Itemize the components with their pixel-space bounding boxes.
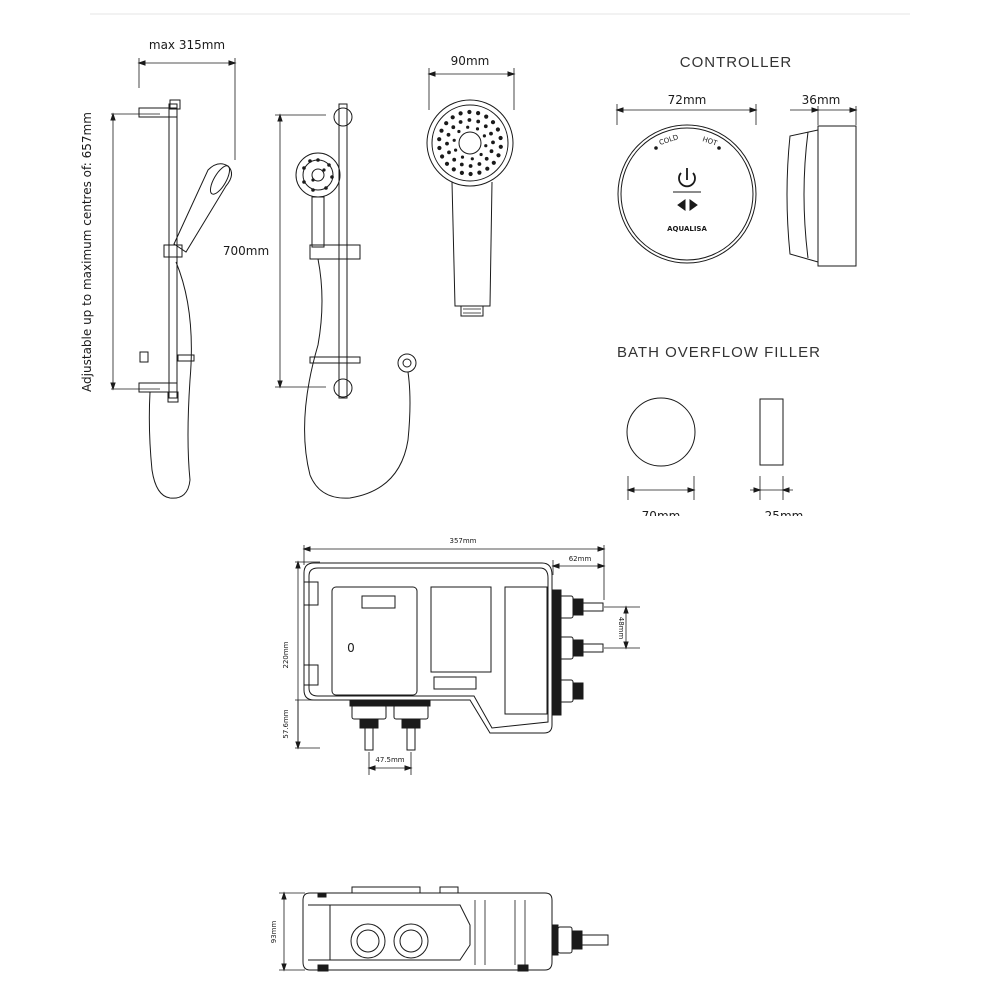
spray-nozzle <box>452 157 457 162</box>
spray-nozzle <box>459 162 464 167</box>
spray-nozzle <box>444 121 449 126</box>
bottom-inlet-fittings <box>349 699 431 751</box>
spray-nozzle <box>446 132 451 137</box>
handset-width-label: 90mm <box>451 54 490 68</box>
spray-nozzle <box>468 164 473 168</box>
rail-kit-side-view: max 315mm Adjustable up to maximum centr… <box>80 38 237 499</box>
spray-nozzle <box>439 128 444 133</box>
spray-nozzles <box>437 109 503 177</box>
spray-nozzle <box>460 155 465 159</box>
processor-depth-label: 93mm <box>270 921 278 944</box>
rail-width-label: max 315mm <box>149 38 225 52</box>
brand-label: AQUALISA <box>667 225 707 233</box>
inlet-spacing-label: 47.5mm <box>375 756 404 764</box>
spray-nozzle <box>440 154 445 159</box>
bottom-side-fitting <box>551 924 609 956</box>
controller-width-label: 72mm <box>668 93 707 107</box>
spray-nozzle <box>484 156 489 161</box>
spray-nozzle <box>484 144 488 148</box>
spray-nozzle <box>496 153 501 158</box>
processor-height-label: 220mm <box>282 641 290 668</box>
spray-nozzle <box>477 170 482 175</box>
spray-nozzle <box>489 131 493 136</box>
spray-nozzle <box>454 148 458 152</box>
spray-nozzle <box>447 150 451 155</box>
controller-depth-label: 36mm <box>802 93 841 107</box>
processor-front-view: 357mm 62mm 220mm 57.6mm 0 <box>282 537 640 775</box>
spray-nozzle <box>491 140 495 145</box>
left-right-arrows-icon <box>677 199 698 211</box>
overflow-filler-view: BATH OVERFLOW FILLER 70mm 25mm <box>617 344 821 523</box>
spray-nozzle <box>459 170 464 175</box>
bottom-inlet-rings <box>350 923 429 959</box>
spray-nozzle <box>437 137 442 142</box>
spray-nozzle <box>484 114 489 119</box>
spray-nozzle <box>467 109 472 115</box>
spray-nozzle <box>457 129 461 134</box>
rail-adjust-label: Adjustable up to maximum centres of: 657… <box>80 112 94 392</box>
spray-nozzle <box>485 166 490 171</box>
spray-nozzle <box>476 111 481 116</box>
spray-nozzle <box>458 111 463 116</box>
processor-bottom-view: 93mm <box>270 886 609 972</box>
small-spray-pattern <box>302 158 334 192</box>
outlet-offset-label: 62mm <box>569 555 592 563</box>
outlet-spacing-label: 48mm <box>617 617 625 640</box>
handset-view: 90mm <box>426 54 516 317</box>
rail-height-label: 700mm <box>223 244 269 258</box>
cold-label: COLD <box>658 133 679 147</box>
spray-nozzle <box>451 125 456 130</box>
spray-nozzle <box>451 167 456 172</box>
inlet-height-label: 57.6mm <box>282 709 290 738</box>
controller-heading: CONTROLLER <box>680 54 793 71</box>
spray-nozzle <box>458 120 463 124</box>
overflow-heading: BATH OVERFLOW FILLER <box>617 344 821 361</box>
spray-nozzle <box>490 120 496 125</box>
spray-nozzle <box>437 145 442 151</box>
spray-nozzle <box>498 144 503 149</box>
spray-nozzle <box>470 157 474 161</box>
spray-nozzle <box>477 162 482 166</box>
spray-nozzle <box>476 119 481 124</box>
spray-nozzle <box>450 115 455 120</box>
spray-nozzle <box>466 125 470 129</box>
spray-nozzle <box>491 160 496 165</box>
indicator-label: 0 <box>347 641 355 655</box>
side-outlet-fittings <box>552 589 604 716</box>
spray-nozzle <box>452 138 456 142</box>
spray-nozzle <box>445 141 449 146</box>
spray-nozzle <box>475 127 480 131</box>
processor-width-label: 357mm <box>450 537 477 545</box>
spray-nozzle <box>495 127 500 132</box>
spray-nozzle <box>468 171 473 177</box>
controller-view: CONTROLLER 72mm COLD HOT AQUALISA 36mm <box>615 54 858 267</box>
spray-nozzle <box>479 152 483 157</box>
spray-nozzle <box>483 124 488 129</box>
spray-nozzle <box>498 135 503 141</box>
rail-kit-front-view: 700mm <box>223 103 417 499</box>
spray-nozzle <box>489 149 494 154</box>
hot-label: HOT <box>701 135 718 147</box>
spray-nozzle <box>482 134 486 138</box>
power-icon <box>678 168 696 188</box>
spray-nozzle <box>444 161 450 166</box>
spray-nozzle <box>467 118 472 122</box>
